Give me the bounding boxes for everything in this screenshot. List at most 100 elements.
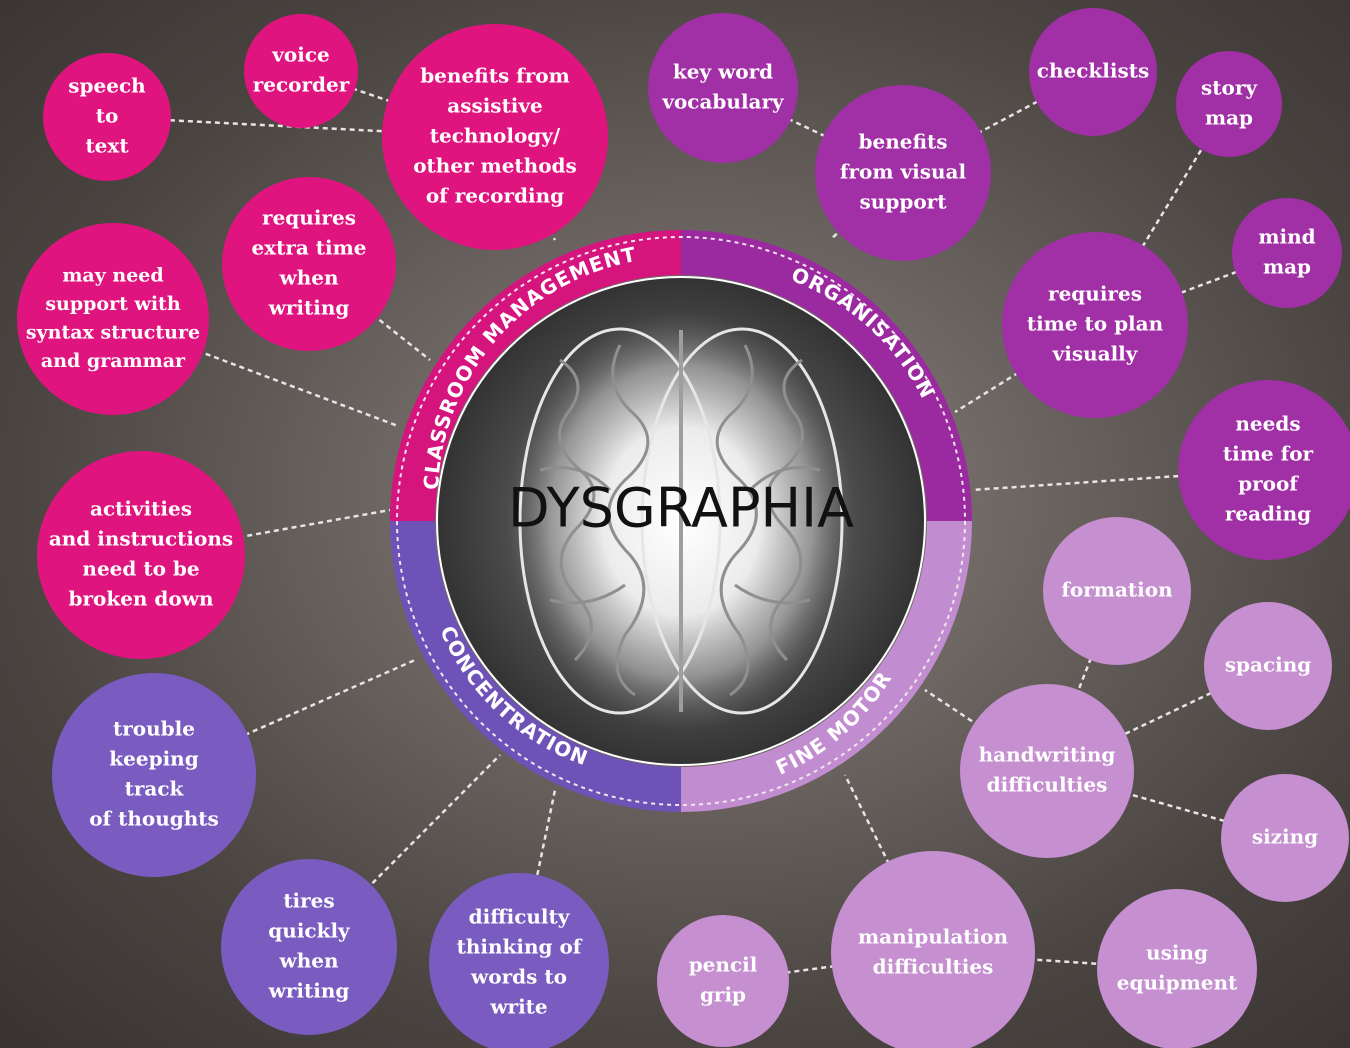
bubble-circle	[429, 873, 609, 1048]
bubble-circle	[1029, 8, 1157, 136]
bubble-circle	[1221, 774, 1349, 902]
bubble-label-line: trouble	[113, 717, 195, 741]
bubble-formation: formation	[1043, 517, 1191, 665]
brain-illustration	[506, 313, 856, 729]
bubble-label-line: requires	[1048, 282, 1142, 306]
bubble-voice: voice recorder	[244, 14, 358, 128]
bubble-circle	[960, 684, 1134, 858]
bubble-label-line: writing	[268, 979, 350, 1003]
bubble-label-line: thinking of	[457, 935, 583, 959]
bubble-label-line: vocabulary	[661, 90, 785, 114]
bubble-label-line: broken down	[68, 587, 213, 611]
bubble-label-line: sizing	[1252, 825, 1318, 849]
bubble-circle	[244, 14, 358, 128]
bubble-label-line: requires	[262, 206, 356, 230]
ring-segment-classroom-management	[390, 230, 681, 521]
bubble-label-line: may need	[62, 264, 163, 286]
bubble-label-line: when	[278, 949, 338, 973]
bubble-label-line: time for	[1223, 442, 1314, 466]
connector-speech-benefits-at	[106, 115, 496, 139]
connector-extra-time-ring	[308, 263, 431, 361]
bubble-label-line: extra time	[251, 236, 366, 260]
bubble-label-line: map	[1205, 106, 1253, 130]
bubble-label-line: of recording	[426, 184, 564, 208]
bubble-label-line: visually	[1052, 342, 1139, 366]
bubble-label-line: technology/	[430, 124, 561, 148]
bubble-label-line: checklists	[1037, 59, 1149, 83]
bubble-label-line: pencil	[689, 953, 758, 977]
connector-story-map-plan-visually	[1093, 103, 1231, 326]
bubble-sizing: sizing	[1221, 774, 1349, 902]
bubble-keyword: key word vocabulary	[648, 13, 798, 163]
diagram-title: DYSGRAPHIA	[508, 477, 854, 540]
bubble-circle	[52, 673, 256, 877]
bubble-label-line: and instructions	[49, 527, 233, 551]
bubble-label-line: need to be	[82, 557, 199, 581]
bubble-label-line: support	[860, 190, 948, 214]
bubble-label-line: of thoughts	[89, 807, 219, 831]
bubble-circle	[657, 915, 789, 1047]
bubble-label-line: voice	[271, 43, 329, 67]
ring-segment-fine-motor	[681, 521, 972, 812]
bubble-circle	[1043, 517, 1191, 665]
bubble-label-line: needs	[1235, 412, 1300, 436]
bubble-equipment: using equipment	[1097, 889, 1257, 1048]
bubble-circle	[43, 53, 171, 181]
bubble-proof-reading: needs time for proof reading	[1178, 380, 1350, 560]
bubble-label-line: time to plan	[1027, 312, 1164, 336]
bubble-label-line: track	[125, 777, 185, 801]
bubble-label-line: grip	[700, 983, 746, 1007]
ring-segment-organisation	[681, 230, 972, 521]
bubble-label-line: assistive	[447, 94, 543, 118]
bubble-circle	[382, 24, 608, 250]
bubble-checklists: checklists	[1029, 8, 1157, 136]
bubble-circle	[831, 851, 1035, 1048]
bubble-label-line: text	[85, 134, 129, 158]
bubble-circle	[37, 451, 245, 659]
connector-mind-map-plan-visually	[1094, 251, 1288, 327]
bubble-circle	[1232, 198, 1342, 308]
bubble-label-line: quickly	[268, 919, 351, 943]
bubble-circle	[17, 223, 209, 415]
bubble-label-line: map	[1263, 255, 1311, 279]
bubble-label-line: spacing	[1225, 653, 1312, 677]
bubble-label-line: recorder	[253, 73, 350, 97]
bubble-label-line: when	[278, 266, 338, 290]
bubble-label-line: speech	[68, 74, 146, 98]
bubble-label-line: mind	[1258, 225, 1315, 249]
bubble-label-line: support with	[45, 293, 181, 315]
bubble-label-line: manipulation	[858, 925, 1009, 949]
bubble-label-line: difficulty	[469, 905, 571, 929]
bubble-label-line: using	[1146, 941, 1208, 965]
bubble-label-line: benefits	[858, 130, 947, 154]
bubble-label-line: proof	[1238, 472, 1299, 496]
bubble-label-line: and grammar	[41, 350, 186, 372]
bubble-circle	[648, 13, 798, 163]
bubble-label-line: other methods	[413, 154, 577, 178]
bubble-circle	[815, 85, 991, 261]
bubble-label-line: tires	[283, 889, 334, 913]
bubble-circle	[1176, 51, 1282, 157]
bubble-pencil-grip: pencil grip	[657, 915, 789, 1047]
bubble-label-line: reading	[1225, 502, 1311, 526]
bubble-circle	[1204, 602, 1332, 730]
bubble-spacing: spacing	[1204, 602, 1332, 730]
bubble-label-line: difficulties	[873, 955, 994, 979]
bubble-extra-time: requires extra time when writing	[222, 177, 396, 351]
bubble-plan-visually: requires time to plan visually	[1002, 232, 1188, 418]
bubble-label-line: equipment	[1117, 971, 1238, 995]
bubble-label-line: writing	[268, 296, 350, 320]
bubble-label-line: key word	[673, 60, 773, 84]
bubble-label-line: formation	[1061, 578, 1173, 602]
bubble-circle	[1097, 889, 1257, 1048]
